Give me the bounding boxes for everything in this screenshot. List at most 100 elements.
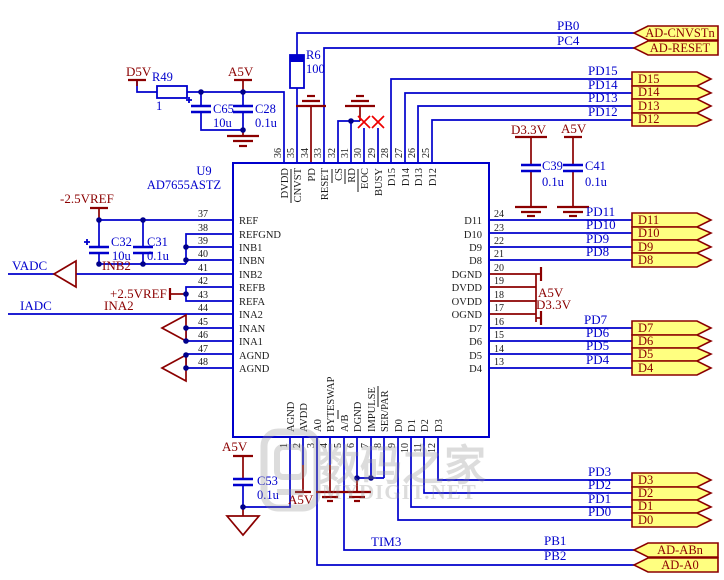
pin-47-number: 47 <box>198 344 208 355</box>
pin-3-number: 3 <box>306 443 317 448</box>
power-label-a5v-cap: A5V <box>561 121 587 136</box>
r6-refdes: R6 <box>306 48 321 62</box>
pin-23-number: 23 <box>494 223 504 234</box>
pin-27-name: D14 <box>401 167 412 186</box>
flag-d6-label: D6 <box>638 334 653 348</box>
pin-17-number: 17 <box>494 303 504 314</box>
net-label-pd1: PD1 <box>588 491 611 506</box>
r6-value: 100 <box>306 62 325 76</box>
pin-26-number: 26 <box>407 148 418 158</box>
watermark: 数码之家 MYDIGIT.NET <box>260 428 486 512</box>
ic-body-u9 <box>232 162 490 438</box>
flag-ad-reset-label: AD-RESET <box>650 41 711 55</box>
net-label-pd10: PD10 <box>586 217 616 232</box>
pin-16-name: D7 <box>469 324 482 335</box>
pin-4-number: 4 <box>319 443 330 448</box>
flag-d0-label: D0 <box>638 513 653 527</box>
c28-value: 0.1u <box>255 116 278 130</box>
pin-5-name: A/B <box>340 414 351 432</box>
net-label-pb0: PB0 <box>557 18 579 33</box>
pin-20-name: DGND <box>452 270 483 281</box>
flag-d9 <box>631 239 713 254</box>
net-label-ina2: INA2 <box>104 298 134 313</box>
vadc-port-arrow <box>52 259 77 289</box>
pin-26-name: D13 <box>414 168 425 186</box>
power-label-neg2v5ref: -2.5VREF <box>60 191 114 206</box>
flag-ad-cnvstn-label: AD-CNVSTn <box>645 26 715 40</box>
pin-3-name: A0 <box>313 419 324 432</box>
net-label-pd3: PD3 <box>588 464 611 479</box>
c39-value: 0.1u <box>542 175 565 189</box>
flag-d8-label: D8 <box>638 253 653 267</box>
flag-d5 <box>631 347 713 362</box>
net-label-pd9: PD9 <box>586 231 609 246</box>
c41-value: 0.1u <box>585 175 608 189</box>
power-label-a5v-avdd: A5V <box>288 492 314 507</box>
pin-37-number: 37 <box>198 209 208 220</box>
net-label-pd6: PD6 <box>586 325 610 340</box>
pin-48-number: 48 <box>198 357 208 368</box>
pin-13-number: 13 <box>494 357 504 368</box>
r49-refdes: R49 <box>152 70 173 84</box>
pin-39-number: 39 <box>198 236 208 247</box>
pin-29-number: 29 <box>367 148 378 158</box>
flag-d1-label: D1 <box>638 499 653 513</box>
wires <box>8 32 634 566</box>
power-label-d5v: D5V <box>126 64 152 79</box>
pin-7-number: 7 <box>360 443 371 448</box>
flag-ad-abn <box>632 542 719 558</box>
c31-refdes: C31 <box>147 235 168 249</box>
flag-d0 <box>631 512 713 528</box>
pin-48-name: AGND <box>239 364 270 375</box>
pin-30-number: 30 <box>353 148 364 158</box>
power-label-d3v3-mid: D3.3V <box>536 297 572 312</box>
net-flags: AD-CNVSTn AD-RESET D15 D14 D13 D12 D11 D… <box>631 25 719 573</box>
pin-17-name: OGND <box>452 310 483 321</box>
pin-34-number: 34 <box>300 148 311 158</box>
pin-9-name: D0 <box>394 419 405 432</box>
pin-28-number: 28 <box>380 148 391 158</box>
flag-d2 <box>631 486 713 501</box>
pin-12-number: 12 <box>427 443 438 453</box>
flag-d14 <box>631 85 713 100</box>
resistor-r49 <box>156 85 188 99</box>
flag-d9-label: D9 <box>638 240 653 254</box>
pin-11-number: 11 <box>413 443 424 453</box>
net-label-inb2: INB2 <box>102 258 131 273</box>
flag-d15 <box>631 71 713 87</box>
net-label-pd4: PD4 <box>586 352 610 367</box>
pin-46-name: INA1 <box>239 337 263 348</box>
power-label-d3v3-cap: D3.3V <box>511 122 547 137</box>
net-label-pd5: PD5 <box>586 338 609 353</box>
pin-31-name: RD <box>347 168 358 183</box>
pin-19-number: 19 <box>494 276 504 287</box>
pin-34-name: PD <box>307 168 318 182</box>
flag-d2-label: D2 <box>638 486 653 500</box>
pin-45-name: INAN <box>239 324 266 335</box>
pin-43-number: 43 <box>198 290 208 301</box>
pin-40-number: 40 <box>198 249 208 260</box>
watermark-logo-icon <box>260 428 321 512</box>
pin-2-number: 2 <box>292 443 303 448</box>
flag-d14-label: D14 <box>638 85 660 99</box>
net-label-tim3: TIM3 <box>371 534 401 549</box>
power-label-a5v-mid: A5V <box>538 285 564 300</box>
pin-15-number: 15 <box>494 330 504 341</box>
pin-16-number: 16 <box>494 317 504 328</box>
net-label-pb1: PB1 <box>544 533 566 548</box>
pin-47-name: AGND <box>239 351 270 362</box>
pin-22-name: D9 <box>469 243 482 254</box>
net-label-pc4: PC4 <box>557 33 580 48</box>
flag-d4-label: D4 <box>638 361 654 375</box>
pin-14-number: 14 <box>494 344 504 355</box>
pin-25-name: D12 <box>428 168 439 186</box>
flag-d3-label: D3 <box>638 473 653 487</box>
pin-42-name: REFB <box>239 283 265 294</box>
pin-46-number: 46 <box>198 330 208 341</box>
flag-ad-abn-label: AD-ABn <box>657 543 704 557</box>
ina-port-arrow <box>160 313 187 343</box>
pin-21-number: 21 <box>494 249 504 260</box>
pin-45-number: 45 <box>198 317 208 328</box>
